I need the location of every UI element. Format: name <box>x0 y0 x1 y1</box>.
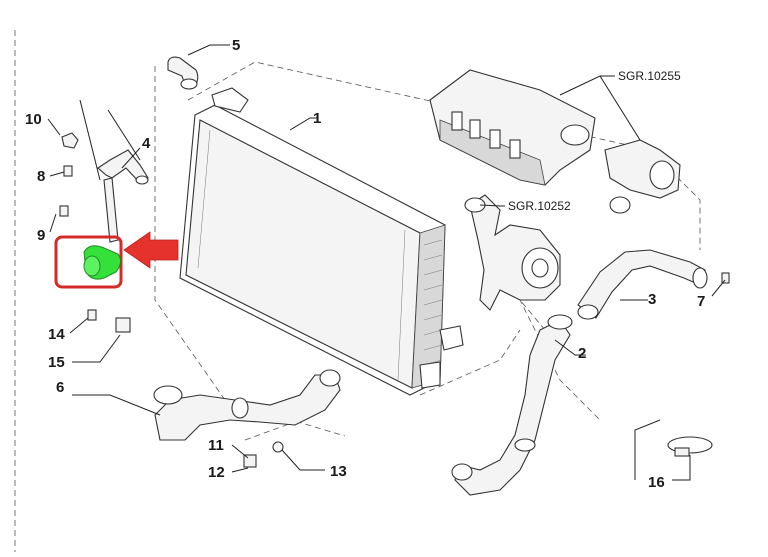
turbocharger <box>464 194 561 311</box>
bracket-10 <box>61 132 79 149</box>
callout-13: 13 <box>330 463 347 480</box>
clip-15 <box>115 317 131 333</box>
callout-16: 16 <box>648 474 665 491</box>
callout-10: 10 <box>25 111 42 128</box>
highlighted-elbow-part <box>54 235 123 289</box>
washer-13 <box>272 441 284 453</box>
hose-6 <box>153 369 341 441</box>
red-arrow <box>123 231 179 269</box>
callout-2: 2 <box>578 345 586 362</box>
ref-intake-manifold: SGR.10255 <box>618 69 681 83</box>
hose-5 <box>167 56 199 90</box>
callout-11: 11 <box>208 437 224 454</box>
bolt-9 <box>59 205 69 217</box>
callout-8: 8 <box>37 168 45 185</box>
leader-lines <box>47 44 726 481</box>
pipe-4 <box>97 149 149 243</box>
bolt-12 <box>243 454 257 468</box>
callout-7: 7 <box>697 293 705 310</box>
callout-15: 15 <box>48 354 65 371</box>
hose-3 <box>577 249 708 320</box>
clamp-screw-16 <box>674 447 690 457</box>
screw-7 <box>721 272 730 284</box>
callout-labels: 1 2 3 4 5 6 7 8 9 10 11 12 13 14 15 16 <box>25 37 705 491</box>
hose-2 <box>451 314 573 496</box>
callout-6: 6 <box>56 379 64 396</box>
callout-12: 12 <box>208 464 225 481</box>
callout-5: 5 <box>232 37 240 54</box>
ref-turbo: SGR.10252 <box>508 199 571 213</box>
intake-manifold <box>429 69 596 186</box>
callout-1: 1 <box>313 110 321 127</box>
callout-4: 4 <box>142 135 151 152</box>
intercooler <box>179 87 464 396</box>
reference-labels: SGR.10255 SGR.10252 <box>508 69 681 213</box>
throttle-body <box>604 139 681 214</box>
callout-14: 14 <box>48 326 65 343</box>
bolt-14 <box>87 309 97 321</box>
bolt-8 <box>63 165 73 177</box>
small-parts <box>59 132 730 468</box>
callout-3: 3 <box>648 291 656 308</box>
callout-9: 9 <box>37 227 45 244</box>
